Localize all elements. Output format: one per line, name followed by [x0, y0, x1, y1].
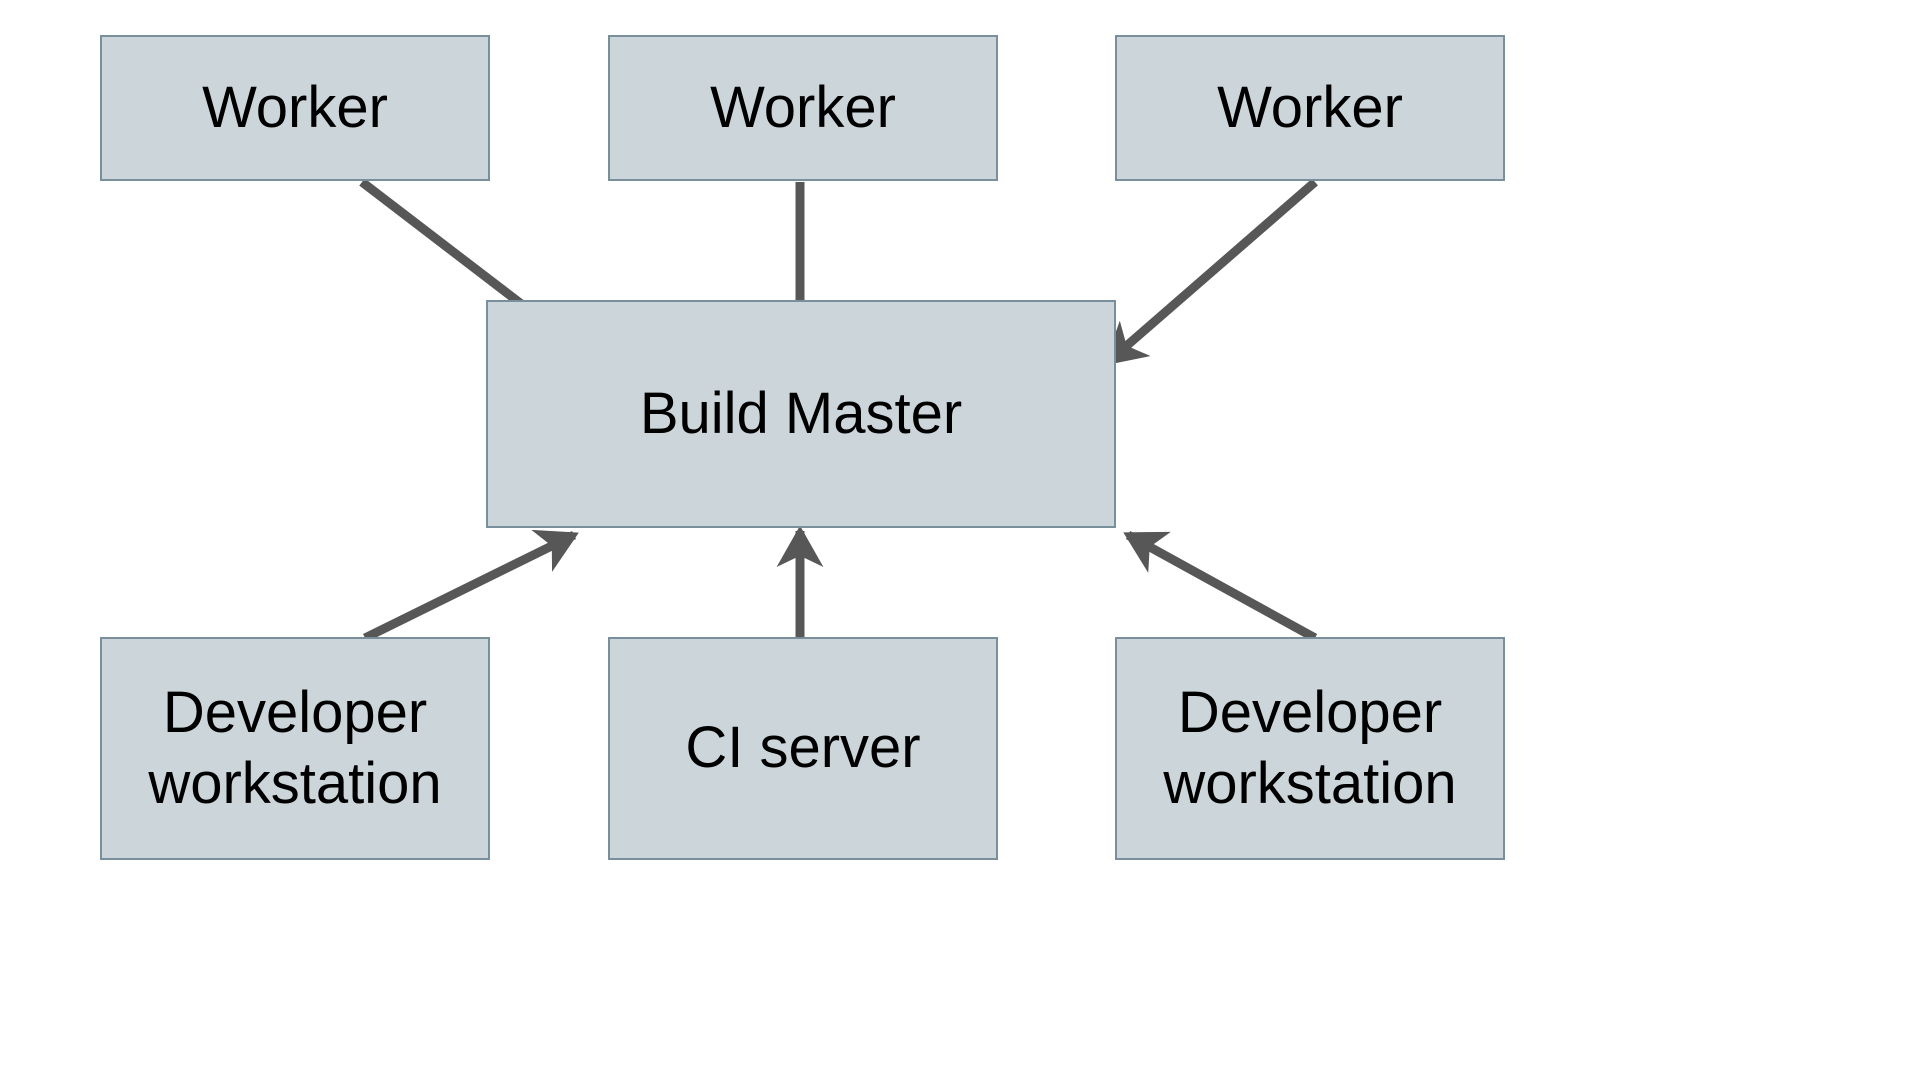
edge-dev-left-to-master: [363, 529, 579, 643]
node-label: Worker: [202, 74, 388, 140]
node-label: Build Master: [639, 380, 963, 446]
node-label: Developer workstation: [148, 679, 442, 816]
edge-dev-right-to-master: [1123, 531, 1318, 642]
node-ci-server[interactable]: CI server: [608, 637, 998, 860]
node-label: CI server: [685, 715, 921, 781]
edge-worker-right-to-master: [1103, 178, 1318, 366]
node-label: Worker: [1217, 74, 1403, 140]
node-developer-workstation-left[interactable]: Developer workstation: [100, 637, 490, 860]
node-label: Worker: [710, 74, 896, 140]
node-label: Developer workstation: [1163, 679, 1457, 816]
node-worker-left[interactable]: Worker: [100, 35, 490, 181]
node-worker-right[interactable]: Worker: [1115, 35, 1505, 181]
node-developer-workstation-right[interactable]: Developer workstation: [1115, 637, 1505, 860]
node-build-master[interactable]: Build Master: [486, 300, 1116, 528]
node-worker-center[interactable]: Worker: [608, 35, 998, 181]
